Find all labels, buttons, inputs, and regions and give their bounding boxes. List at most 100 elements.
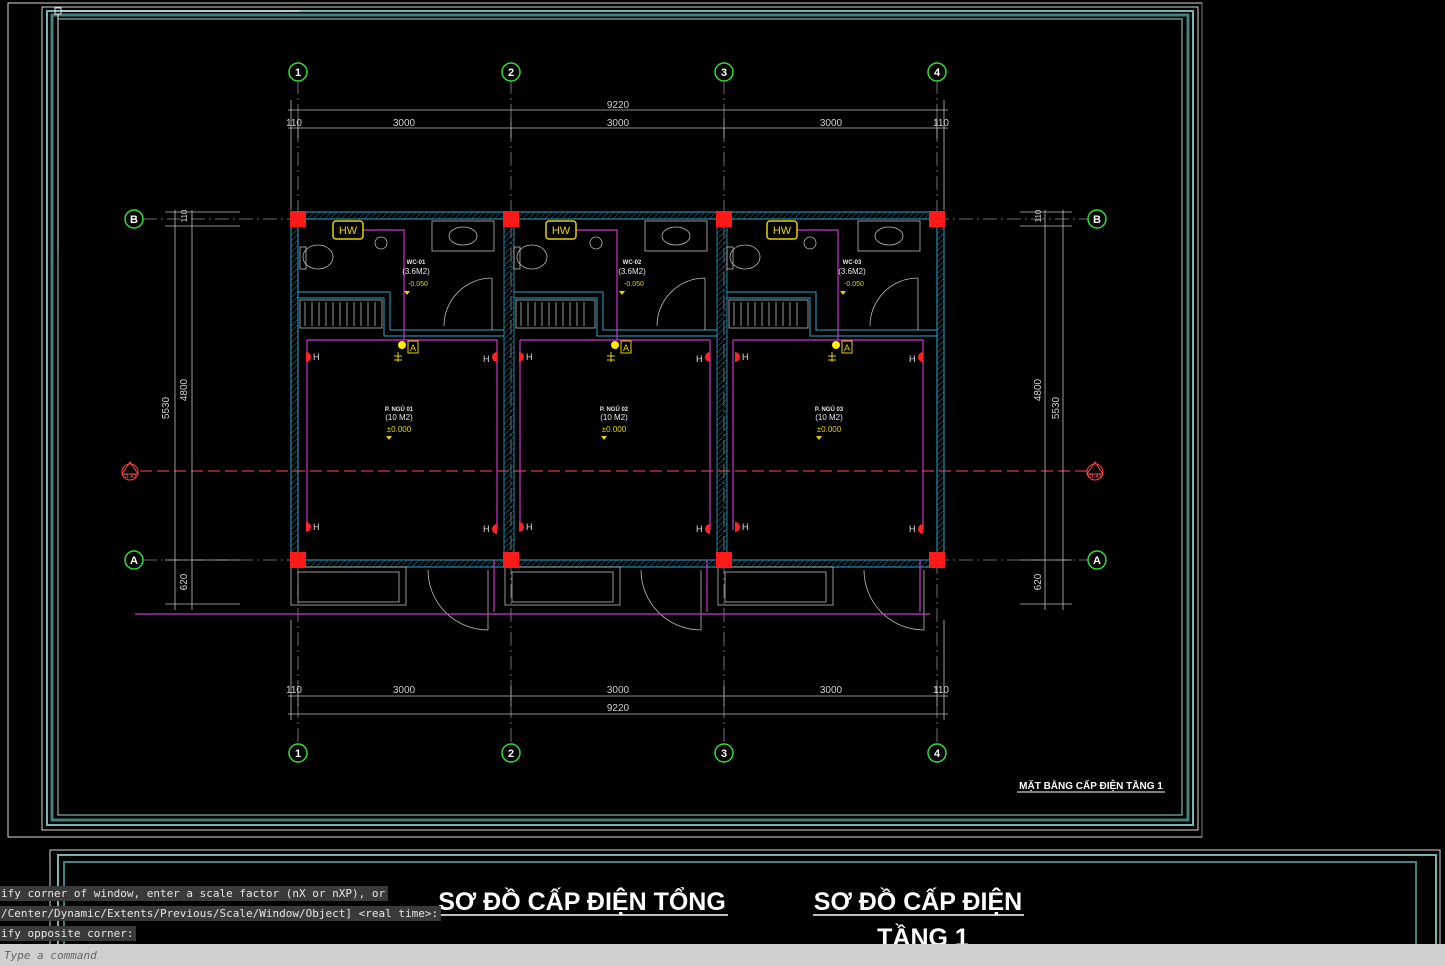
dim-bay-2-bottom: 3000 [607, 685, 630, 696]
dim-edge-right-side: 110 [1034, 209, 1043, 222]
dim-bay-1-top: 3000 [393, 118, 416, 129]
svg-text:H: H [696, 524, 703, 534]
section-marker-right: 01-A1 [1086, 461, 1104, 481]
dim-edge-left-side: 110 [180, 209, 189, 222]
socket-room3-tl: H [735, 352, 749, 362]
socket-room1-tr: H [483, 352, 497, 364]
svg-text:HW: HW [339, 225, 358, 237]
wc-labels: WC-01(3.6M2)-0.050 WC-02(3.6M2)-0.050 WC… [402, 260, 866, 295]
column-2B [503, 211, 519, 227]
svg-text:2: 2 [508, 67, 514, 79]
room-label-3: P. NGỦ 03(10 M2)±0.000 [815, 406, 844, 440]
svg-text:±0.000: ±0.000 [387, 425, 412, 434]
switch-symbols: A A A [394, 340, 853, 362]
electrical-wiring [135, 229, 930, 615]
svg-text:P. NGỦ 03: P. NGỦ 03 [815, 406, 844, 413]
svg-text:2: 2 [508, 748, 514, 760]
dim-edge-right-top: 110 [933, 118, 949, 129]
socket-room3-br: H [909, 524, 923, 534]
svg-text:H: H [483, 524, 490, 534]
svg-text:H: H [526, 522, 533, 532]
dim-edge-right-bottom: 110 [933, 685, 949, 696]
grid-bubble-2-top: 2 [501, 62, 521, 82]
svg-text:P. NGỦ 01: P. NGỦ 01 [385, 406, 414, 413]
wc-label-3: WC-03(3.6M2) -0.050 [838, 260, 866, 295]
svg-text:WC-03: WC-03 [843, 260, 862, 266]
switch-room2: A [607, 340, 632, 362]
dim-bottom-right: 620 [1033, 573, 1044, 590]
svg-text:WC-02: WC-02 [623, 260, 642, 266]
socket-room2-bl: H [519, 522, 533, 532]
svg-text:H: H [742, 522, 749, 532]
svg-text:H: H [526, 352, 533, 362]
svg-text:01-A1: 01-A1 [1088, 474, 1102, 480]
svg-text:(10 M2): (10 M2) [600, 413, 628, 422]
svg-text:A: A [130, 555, 138, 567]
grid-bubble-1-bottom: 1 [288, 743, 308, 763]
svg-text:H: H [909, 524, 916, 534]
svg-text:SƠ ĐỒ CẤP ĐIỆN TỔNG: SƠ ĐỒ CẤP ĐIỆN TỔNG [438, 886, 726, 916]
wc-label-1: WC-01(3.6M2)-0.050 [402, 260, 430, 295]
socket-symbols: H H H H H H H H H H H H [306, 352, 923, 534]
socket-room1-tl: H [306, 352, 320, 362]
command-history-line: /Center/Dynamic/Extents/Previous/Scale/W… [0, 906, 442, 921]
svg-text:H: H [909, 354, 916, 364]
command-input[interactable] [0, 944, 1445, 966]
dim-bay-3-bottom: 3000 [820, 685, 843, 696]
structural-columns [290, 211, 945, 568]
command-history-line: ify opposite corner: [0, 926, 137, 941]
water-heater-wc1: HW [332, 220, 364, 240]
svg-text:-0.050: -0.050 [624, 281, 644, 288]
socket-room3-bl: H [735, 522, 749, 532]
command-history-line: ify corner of window, enter a scale fact… [0, 886, 389, 901]
grid-bubble-4-bottom: 4 [927, 743, 947, 763]
svg-text:1: 1 [295, 748, 301, 760]
dimension-lines [165, 100, 1072, 720]
svg-text:WC-01: WC-01 [407, 260, 426, 266]
svg-text:H: H [483, 354, 490, 364]
drawing-title: MẶT BẰNG CẤP ĐIỆN TẦNG 1 [1017, 779, 1165, 793]
water-heater-wc2: HW [545, 220, 577, 240]
svg-text:(3.6M2): (3.6M2) [838, 267, 866, 276]
column-1B [290, 211, 306, 227]
svg-text:4: 4 [934, 748, 941, 760]
sheet-title-right: SƠ ĐỒ CẤP ĐIỆN TẦNG 1 [813, 886, 1024, 952]
svg-text:-0.050: -0.050 [844, 281, 864, 288]
sanitary-fixtures [290, 220, 925, 631]
dim-bay-2-top: 3000 [607, 118, 630, 129]
svg-text:(10 M2): (10 M2) [815, 413, 843, 422]
svg-text:SƠ ĐỒ CẤP ĐIỆN: SƠ ĐỒ CẤP ĐIỆN [814, 886, 1022, 916]
socket-room2-tl: H [519, 352, 533, 362]
socket-room1-br: H [483, 524, 497, 534]
svg-text:MẶT BẰNG CẤP ĐIỆN TẦNG 1: MẶT BẰNG CẤP ĐIỆN TẦNG 1 [1019, 779, 1163, 792]
dim-total-top: 9220 [607, 100, 630, 111]
wc-label-2: WC-02(3.6M2)-0.050 [618, 260, 646, 295]
grid-bubble-1-top: 1 [288, 62, 308, 82]
grid-bubble-2-bottom: 2 [501, 743, 521, 763]
svg-text:3: 3 [721, 67, 727, 79]
svg-text:(3.6M2): (3.6M2) [402, 267, 430, 276]
grid-bubble-B-right: B [1087, 209, 1107, 229]
svg-text:A: A [410, 343, 416, 353]
room-label-2: P. NGỦ 02(10 M2) ±0.000 [600, 406, 629, 440]
svg-text:A: A [844, 343, 850, 353]
svg-text:H: H [313, 522, 320, 532]
room-labels: P. NGỦ 01(10 M2)±0.000 P. NGỦ 02(10 M2)±… [385, 406, 844, 440]
socket-room1-bl: H [306, 522, 320, 532]
ucs-icon [54, 7, 300, 252]
grid-bubble-A-right: A [1087, 550, 1107, 570]
svg-text:H: H [696, 354, 703, 364]
dimension-texts: 9220 110 3000 3000 3000 110 110 3000 300… [161, 100, 1062, 714]
grid-bubble-3-top: 3 [714, 62, 734, 82]
svg-text:±0.000: ±0.000 [602, 425, 627, 434]
dim-height-total-right: 5530 [1051, 396, 1062, 419]
svg-text:P. NGỦ 02: P. NGỦ 02 [600, 406, 629, 413]
svg-text:01-A1: 01-A1 [123, 474, 137, 480]
column-3A [716, 552, 732, 568]
grid-bubble-A-left: A [124, 550, 144, 570]
svg-text:1: 1 [295, 67, 301, 79]
column-2A [503, 552, 519, 568]
section-marker-left: 01-A1 [121, 461, 139, 481]
grid-bubbles: 1 2 3 4 1 2 3 4 B A B A [124, 62, 1107, 763]
